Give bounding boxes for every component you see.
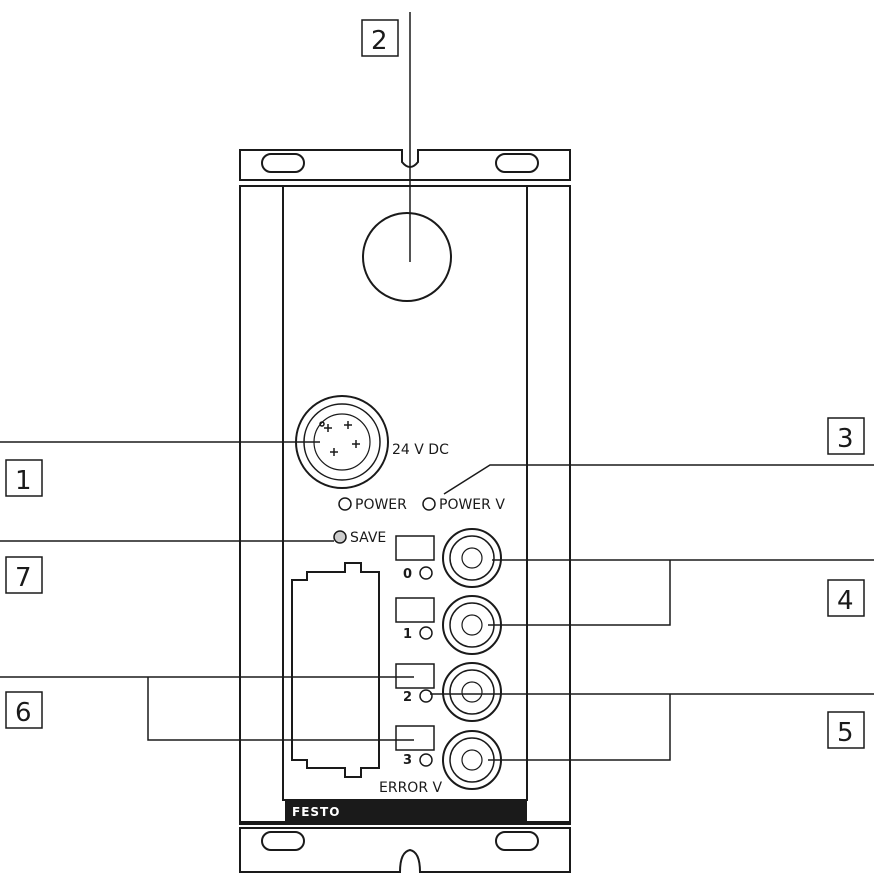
bottom-flange <box>239 827 571 873</box>
callout-3: 3 <box>827 417 865 455</box>
channel-3-led <box>419 753 433 767</box>
callout-5: 5 <box>827 711 865 749</box>
power-led-label: POWER <box>355 497 407 513</box>
callout-6: 6 <box>5 691 43 729</box>
channel-2-number: 2 <box>403 690 412 705</box>
power-led <box>338 497 352 511</box>
bus-connector <box>362 212 452 302</box>
memory-module-slot <box>291 562 380 778</box>
power-v-led-label: POWER V <box>439 497 505 513</box>
top-left-slot <box>261 153 305 173</box>
power-connector-pins <box>319 421 360 456</box>
channel-1-led <box>419 626 433 640</box>
channel-3-label-field <box>395 725 435 751</box>
channel-0-label-field <box>395 535 435 561</box>
save-led <box>333 530 347 544</box>
channel-1-label-field <box>395 597 435 623</box>
callout-6-text: 6 <box>15 698 32 728</box>
callout-7-text: 7 <box>15 563 32 593</box>
channel-2-label-field <box>395 663 435 689</box>
callout-4-text: 4 <box>837 586 854 616</box>
callout-2: 2 <box>361 19 399 57</box>
io-connector-2 <box>442 662 502 722</box>
channel-2-led <box>419 689 433 703</box>
housing <box>239 149 571 873</box>
callout-3-text: 3 <box>837 424 854 454</box>
channel-1-number: 1 <box>403 627 412 642</box>
power-v-led <box>422 497 436 511</box>
brand-logo: FESTO <box>292 805 340 819</box>
supply-label: 24 V DC <box>392 442 449 458</box>
channel-3-number: 3 <box>403 753 412 768</box>
leader-lines <box>0 12 874 761</box>
callout-7: 7 <box>5 556 43 594</box>
callout-5-text: 5 <box>837 718 854 748</box>
callout-1: 1 <box>5 459 43 497</box>
callout-4: 4 <box>827 579 865 617</box>
channel-0-led <box>419 566 433 580</box>
error-v-label: ERROR V <box>379 780 442 796</box>
top-flange <box>239 149 571 181</box>
save-led-label: SAVE <box>350 530 386 546</box>
callout-1-text: 1 <box>15 466 32 496</box>
top-right-slot <box>495 153 539 173</box>
brand-strip <box>285 800 527 822</box>
front-panel <box>282 185 528 801</box>
bottom-right-slot <box>495 831 539 851</box>
callout-2-text: 2 <box>371 26 388 56</box>
io-connector-0 <box>442 528 502 588</box>
bottom-left-slot <box>261 831 305 851</box>
channel-0-number: 0 <box>403 567 412 582</box>
